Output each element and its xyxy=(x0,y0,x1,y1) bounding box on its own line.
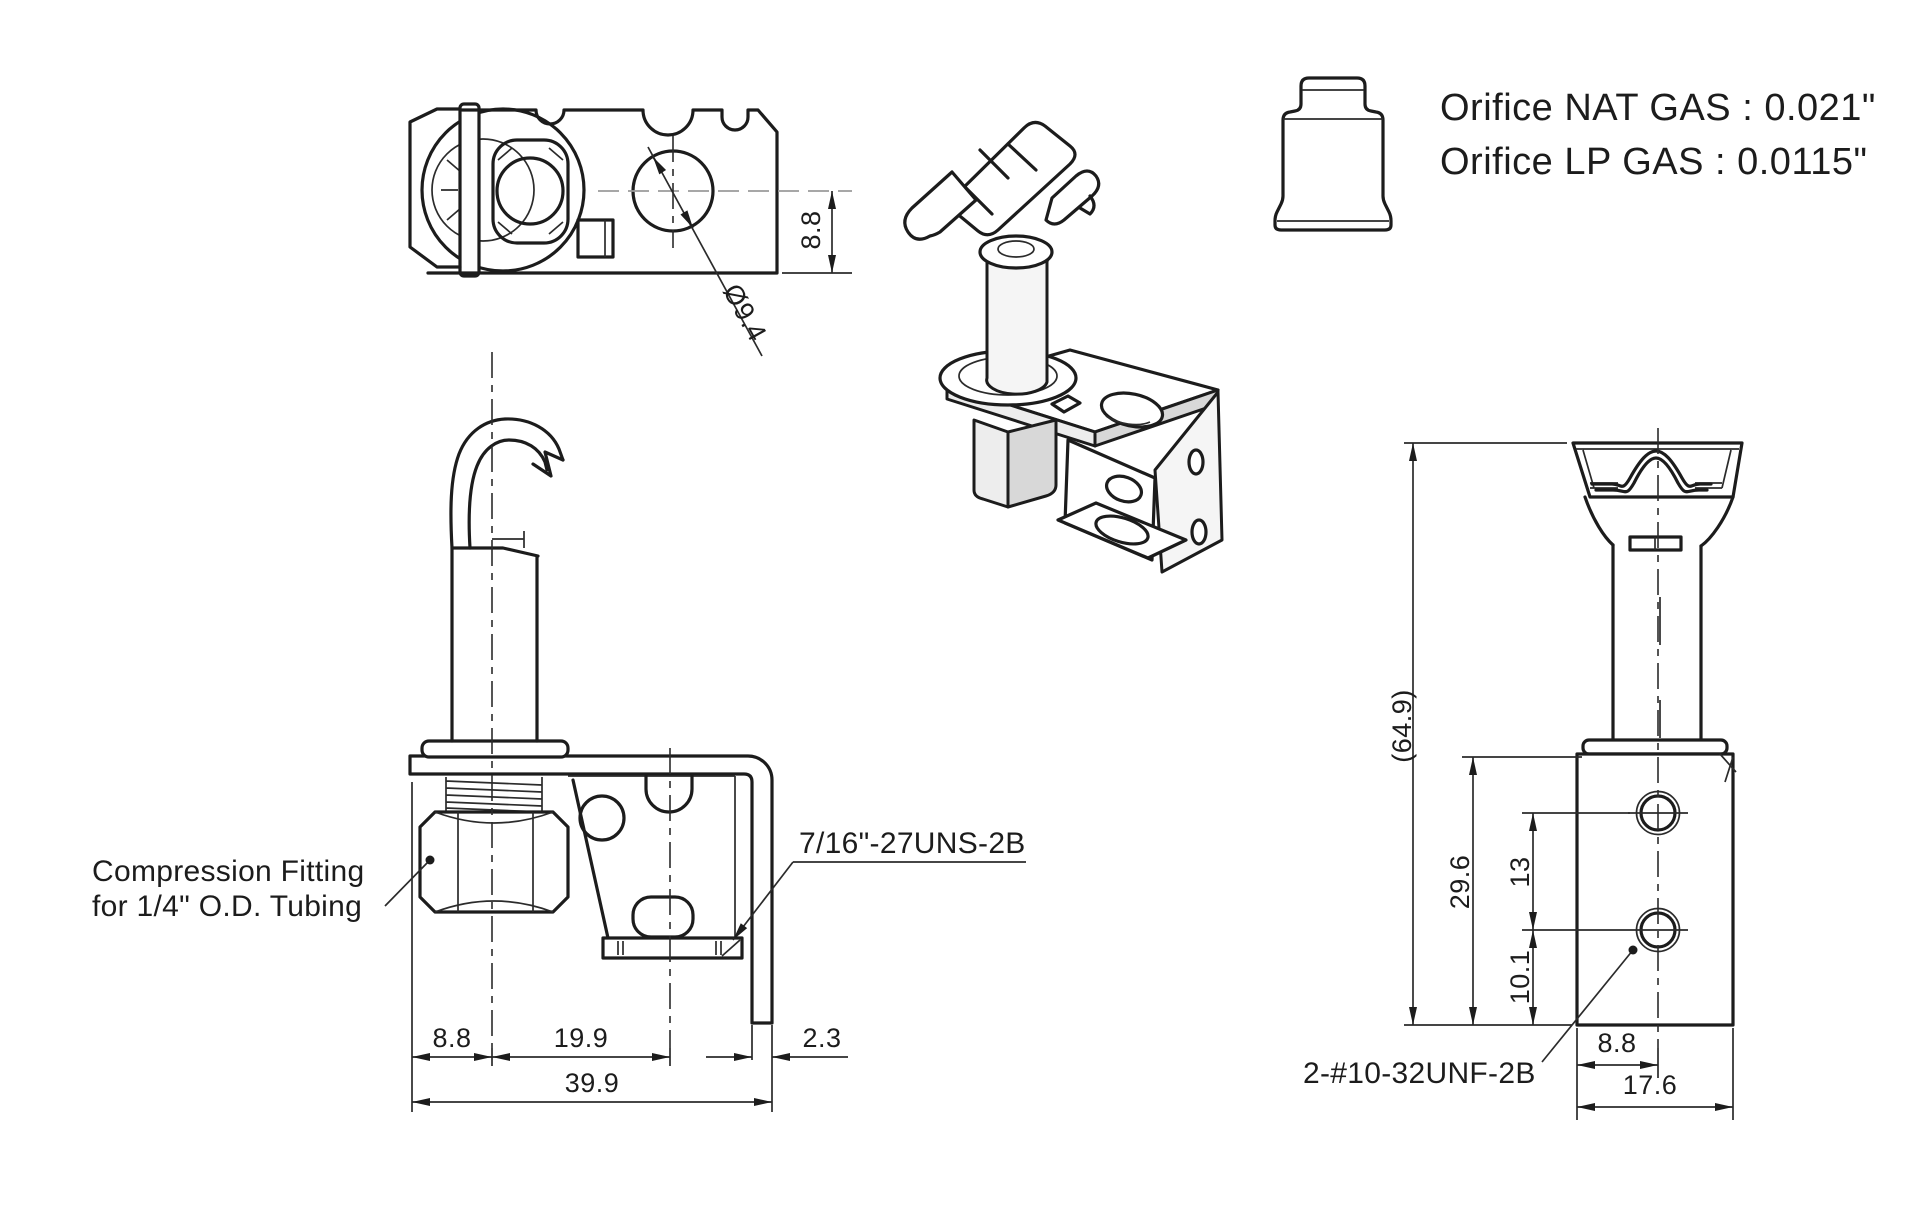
front-l-bracket-plate xyxy=(408,754,774,1025)
top-view-hole-dia: Ø9.4 xyxy=(717,279,773,346)
isometric-view xyxy=(903,120,1224,574)
side-dim-hole-bottom: 10.1 xyxy=(1505,950,1535,1005)
side-body-block xyxy=(1575,752,1735,1027)
front-thread-lines xyxy=(445,777,543,813)
front-fitting-leader xyxy=(384,860,430,907)
front-bracket-foot xyxy=(601,936,744,960)
top-view-hex-cap xyxy=(408,107,462,269)
iso-electrode-left-hook xyxy=(903,170,978,241)
orifice-note-line2: Orifice LP GAS : 0.0115" xyxy=(1440,141,1868,183)
side-dim-width: 17.6 xyxy=(1623,1070,1678,1100)
top-view-tube-bore xyxy=(495,156,565,226)
iso-plate-square-hole xyxy=(1050,394,1082,414)
front-hex-nut-facets xyxy=(434,811,554,913)
iso-side-hole-upper xyxy=(1187,448,1205,476)
top-view-dia-arrow-1 xyxy=(652,156,667,175)
side-dim-hole-offset: 8.8 xyxy=(1597,1028,1636,1058)
front-electrode-claw xyxy=(531,450,565,478)
front-dim-thickness: 2.3 xyxy=(802,1023,841,1053)
iso-plate-hole-inner xyxy=(1105,415,1151,426)
side-flange xyxy=(1581,738,1729,756)
top-view-key-square xyxy=(576,218,615,259)
side-view: (64.9) 29.6 13 10.1 8.8 17.6 2-#10-32UNF… xyxy=(1303,428,1744,1120)
front-bracket-face-slope xyxy=(571,778,610,940)
front-fitting-label-line1: Compression Fitting xyxy=(92,855,364,888)
top-view-flange-bar xyxy=(458,102,481,278)
side-tube xyxy=(1611,543,1703,744)
top-view-dia-leader xyxy=(647,146,763,357)
orifice-detail: Orifice NAT GAS : 0.021" Orifice LP GAS … xyxy=(1273,76,1876,232)
front-bracket-slot xyxy=(631,895,695,939)
front-dim-total: 39.9 xyxy=(565,1068,620,1098)
front-thread-leader xyxy=(732,861,794,941)
front-cylinder xyxy=(450,546,540,743)
top-view: 8.8 Ø9.4 xyxy=(408,102,852,357)
orifice-outline xyxy=(1273,76,1393,232)
front-electrode-hook-outer xyxy=(449,417,565,550)
front-foot-ticks xyxy=(617,939,741,957)
iso-nut-face-left xyxy=(972,418,1010,509)
side-spring-inner xyxy=(1594,456,1709,494)
front-fitting-label-line2: for 1/4" O.D. Tubing xyxy=(92,890,362,923)
side-thread-label: 2-#10-32UNF-2B xyxy=(1303,1057,1536,1090)
front-thread-label: 7/16"-27UNS-2B xyxy=(799,827,1026,860)
front-bracket-notch xyxy=(644,774,694,814)
orifice-note-line1: Orifice NAT GAS : 0.021" xyxy=(1440,87,1876,129)
side-thread-leader xyxy=(1541,949,1634,1063)
iso-collar xyxy=(978,234,1054,270)
side-ext-lines xyxy=(1404,442,1734,1120)
front-fitting-leader-dot xyxy=(425,855,435,865)
iso-nut-face-right xyxy=(1006,418,1058,509)
front-view: 8.8 19.9 2.3 39.9 Compression Fitting fo… xyxy=(92,352,1026,1112)
top-view-clamp-outline xyxy=(491,138,570,245)
front-dim-offset: 8.8 xyxy=(432,1023,471,1053)
iso-electrode-right-claw xyxy=(1044,169,1101,226)
side-dim-total-height: (64.9) xyxy=(1387,689,1417,763)
side-thread-leader-dot xyxy=(1628,945,1638,955)
top-view-dia-arrow-2 xyxy=(680,210,694,229)
iso-electrode-tail xyxy=(1078,194,1096,216)
iso-collar-bore xyxy=(997,240,1035,258)
iso-side-hole-lower xyxy=(1190,518,1208,546)
top-view-clamp-corners xyxy=(497,147,564,235)
front-dim-span: 19.9 xyxy=(554,1023,609,1053)
iso-front-hole xyxy=(1104,474,1144,504)
front-bracket-face-edge xyxy=(568,775,736,938)
iso-plate-hole xyxy=(1099,391,1165,429)
front-cylinder-tab xyxy=(492,531,525,548)
top-view-depth-dim: 8.8 xyxy=(796,210,826,249)
side-dim-body-height: 29.6 xyxy=(1445,855,1475,910)
front-bracket-hole xyxy=(578,794,626,842)
orifice-detail-lines xyxy=(1277,89,1389,222)
side-dim-hole-spacing: 13 xyxy=(1505,856,1535,887)
iso-electrode-detail xyxy=(964,142,1038,216)
iso-foot-hole xyxy=(1094,514,1150,546)
top-view-cone-spokes xyxy=(441,159,462,221)
side-spring-outer xyxy=(1590,449,1713,488)
top-view-cone-circle xyxy=(431,138,535,242)
side-neck xyxy=(1583,495,1735,548)
front-flange xyxy=(420,739,570,759)
front-electrode-hook-inner xyxy=(467,438,549,550)
side-corner-clip xyxy=(1719,753,1737,783)
top-view-body-outline xyxy=(426,108,779,275)
front-hex-nut xyxy=(418,810,570,914)
